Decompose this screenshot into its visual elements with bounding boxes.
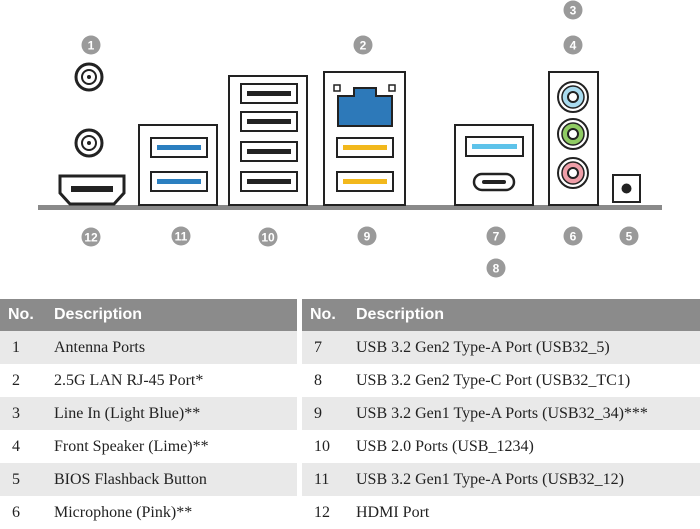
callout-2: 2 [353, 35, 373, 55]
row-description: USB 3.2 Gen1 Type-A Ports (USB32_34)*** [356, 404, 648, 422]
table-left-column: No. Description 1 Antenna Ports 2 2.5G LAN … [0, 299, 297, 529]
row-description: Microphone (Pink)** [54, 503, 193, 521]
panel-baseline [38, 205, 662, 210]
table-row: 6 Microphone (Pink)** [0, 496, 297, 529]
table-right-column: No. Description 7 USB 3.2 Gen2 Type-A Por… [302, 299, 700, 529]
row-number: 9 [314, 404, 322, 422]
table-header-left: No. Description [0, 299, 297, 331]
callout-label: 2 [360, 38, 367, 52]
antenna-port-top [74, 62, 104, 92]
lan-usb-stack [323, 71, 406, 206]
callout-10: 10 [258, 227, 278, 247]
antenna-port-bottom [74, 128, 104, 158]
callout-4: 4 [563, 35, 583, 55]
row-number: 2 [12, 371, 20, 389]
row-description: USB 3.2 Gen2 Type-C Port (USB32_TC1) [356, 371, 631, 389]
audio-jacks [548, 71, 599, 206]
row-number: 6 [12, 503, 20, 521]
table-row: 7 USB 3.2 Gen2 Type-A Port (USB32_5) [302, 331, 700, 364]
row-number: 12 [314, 503, 330, 521]
row-number: 8 [314, 371, 322, 389]
callout-6: 6 [563, 226, 583, 246]
row-number: 10 [314, 437, 330, 455]
callout-label: 11 [175, 229, 188, 243]
line-in-jack [557, 81, 589, 113]
row-description: 2.5G LAN RJ-45 Port* [54, 371, 204, 389]
front-speaker-jack [557, 118, 589, 150]
row-description: USB 3.2 Gen1 Type-A Ports (USB32_12) [356, 470, 624, 488]
row-description: BIOS Flashback Button [54, 470, 207, 488]
row-number: 11 [314, 470, 330, 488]
callout-7: 7 [486, 226, 506, 246]
header-no: No. [8, 306, 34, 323]
callout-label: 1 [88, 38, 95, 52]
row-description: Line In (Light Blue)** [54, 404, 201, 422]
hdmi-port [58, 174, 126, 206]
row-number: 3 [12, 404, 20, 422]
usb20-ports [228, 75, 308, 206]
table-row: 12 HDMI Port [302, 496, 700, 529]
table-header-right: No. Description [302, 299, 700, 331]
lan-port [333, 84, 396, 127]
antenna-ports [74, 62, 104, 158]
callout-12: 12 [81, 227, 101, 247]
bios-flashback-button [612, 174, 641, 203]
callout-label: 12 [84, 230, 98, 244]
callout-9: 9 [357, 226, 377, 246]
row-description: USB 2.0 Ports (USB_1234) [356, 437, 534, 455]
port-description-table: No. Description 1 Antenna Ports 2 2.5G LAN … [0, 299, 700, 529]
table-row: 1 Antenna Ports [0, 331, 297, 364]
table-row: 2 2.5G LAN RJ-45 Port* [0, 364, 297, 397]
table-row: 10 USB 2.0 Ports (USB_1234) [302, 430, 700, 463]
table-row: 11 USB 3.2 Gen1 Type-A Ports (USB32_12) [302, 463, 700, 496]
callout-label: 10 [261, 230, 275, 244]
row-description: USB 3.2 Gen2 Type-A Port (USB32_5) [356, 338, 610, 356]
callout-11: 11 [171, 226, 191, 246]
table-row: 5 BIOS Flashback Button [0, 463, 297, 496]
callout-label: 9 [364, 229, 371, 243]
callout-5: 5 [619, 226, 639, 246]
usb32-12-ports [138, 124, 218, 206]
callout-8: 8 [486, 258, 506, 278]
usb32-gen2-stack [454, 124, 534, 206]
callout-label: 5 [626, 229, 633, 243]
table-row: 8 USB 3.2 Gen2 Type-C Port (USB32_TC1) [302, 364, 700, 397]
callout-label: 8 [493, 261, 500, 275]
header-description: Description [356, 306, 445, 323]
microphone-jack [557, 157, 589, 189]
table-row: 4 Front Speaker (Lime)** [0, 430, 297, 463]
row-description: HDMI Port [356, 503, 430, 521]
row-number: 7 [314, 338, 322, 356]
row-description: Antenna Ports [54, 338, 146, 356]
row-number: 5 [12, 470, 20, 488]
callout-3: 3 [563, 0, 583, 20]
callout-label: 4 [570, 38, 577, 52]
table-row: 3 Line In (Light Blue)** [0, 397, 297, 430]
callout-label: 3 [570, 3, 577, 17]
row-number: 1 [12, 338, 20, 356]
header-description: Description [54, 306, 143, 323]
callout-label: 6 [570, 229, 577, 243]
callout-1: 1 [81, 35, 101, 55]
header-no: No. [310, 306, 336, 323]
table-row: 9 USB 3.2 Gen1 Type-A Ports (USB32_34)*** [302, 397, 700, 430]
row-description: Front Speaker (Lime)** [54, 437, 209, 455]
callout-label: 7 [493, 229, 500, 243]
row-number: 4 [12, 437, 20, 455]
